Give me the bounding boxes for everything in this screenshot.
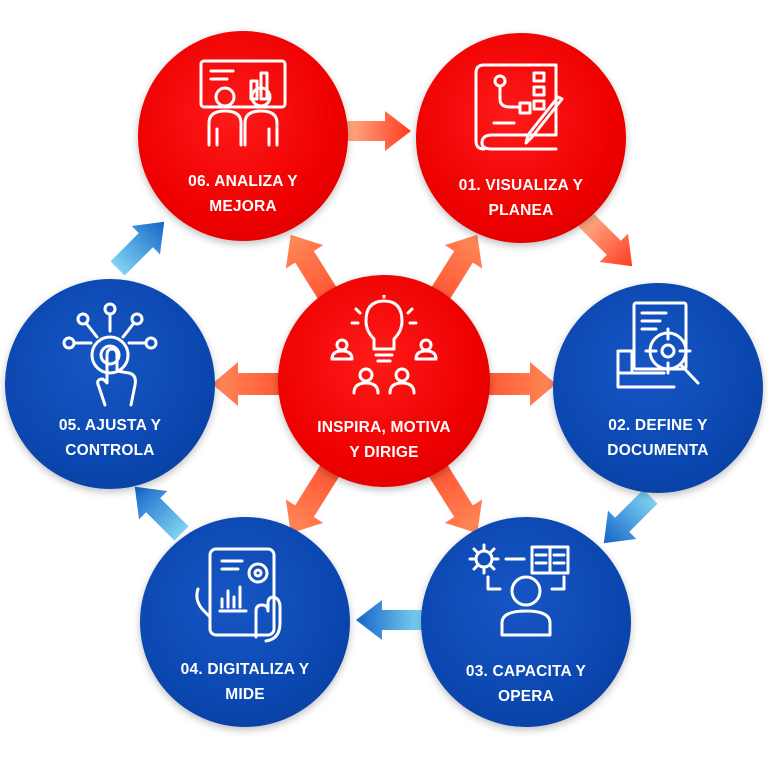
center-title-line2: Y DIRIGE — [349, 444, 419, 461]
arrow-02-to-03 — [603, 489, 658, 544]
step-03-circle: 03. CAPACITA Y OPERA — [421, 517, 631, 727]
step-02-circle: 02. DEFINE Y DOCUMENTA — [553, 283, 763, 493]
step-01-circle: 01. VISUALIZA Y PLANEA — [416, 33, 626, 243]
arrow-05-to-06 — [110, 221, 165, 276]
step-02-title-line2: DOCUMENTA — [607, 442, 709, 459]
person-training-icon — [468, 543, 570, 637]
step-03-title-line1: 03. CAPACITA Y — [465, 663, 587, 680]
touch-network-icon — [62, 302, 158, 407]
step-06-title-line1: 06. ANALIZA Y — [188, 173, 298, 190]
step-05-title-line2: CONTROLA — [65, 442, 155, 459]
step-05-title-line1: 05. AJUSTA Y — [58, 417, 162, 434]
presentation-team-icon — [199, 59, 287, 147]
arrow-06-to-01 — [345, 111, 411, 151]
step-04-title-line2: MIDE — [225, 686, 265, 703]
tablet-analytics-icon — [195, 547, 282, 643]
step-04-title-line1: 04. DIGITALIZA Y — [180, 661, 310, 678]
step-06-title-line2: MEJORA — [209, 198, 277, 215]
step-01-title-line2: PLANEA — [488, 202, 554, 219]
center-title-line1: INSPIRA, MOTIVA — [317, 419, 451, 436]
document-search-icon — [616, 301, 700, 389]
lightbulb-team-icon — [330, 295, 438, 395]
step-03-title-line2: OPERA — [497, 688, 555, 705]
blueprint-plan-icon — [474, 63, 564, 151]
step-02-title-line1: 02. DEFINE Y — [608, 417, 708, 434]
step-01-title-line1: 01. VISUALIZA Y — [458, 177, 584, 194]
arrow-03-to-04 — [356, 600, 422, 640]
step-06-circle: 06. ANALIZA Y MEJORA — [138, 31, 348, 241]
step-04-circle: 04. DIGITALIZA Y MIDE — [140, 517, 350, 727]
arrow-04-to-05 — [134, 486, 189, 541]
step-05-circle: 05. AJUSTA Y CONTROLA — [5, 279, 215, 489]
center-circle: INSPIRA, MOTIVA Y DIRIGE — [278, 275, 490, 487]
arrow-01-to-02 — [578, 212, 633, 267]
